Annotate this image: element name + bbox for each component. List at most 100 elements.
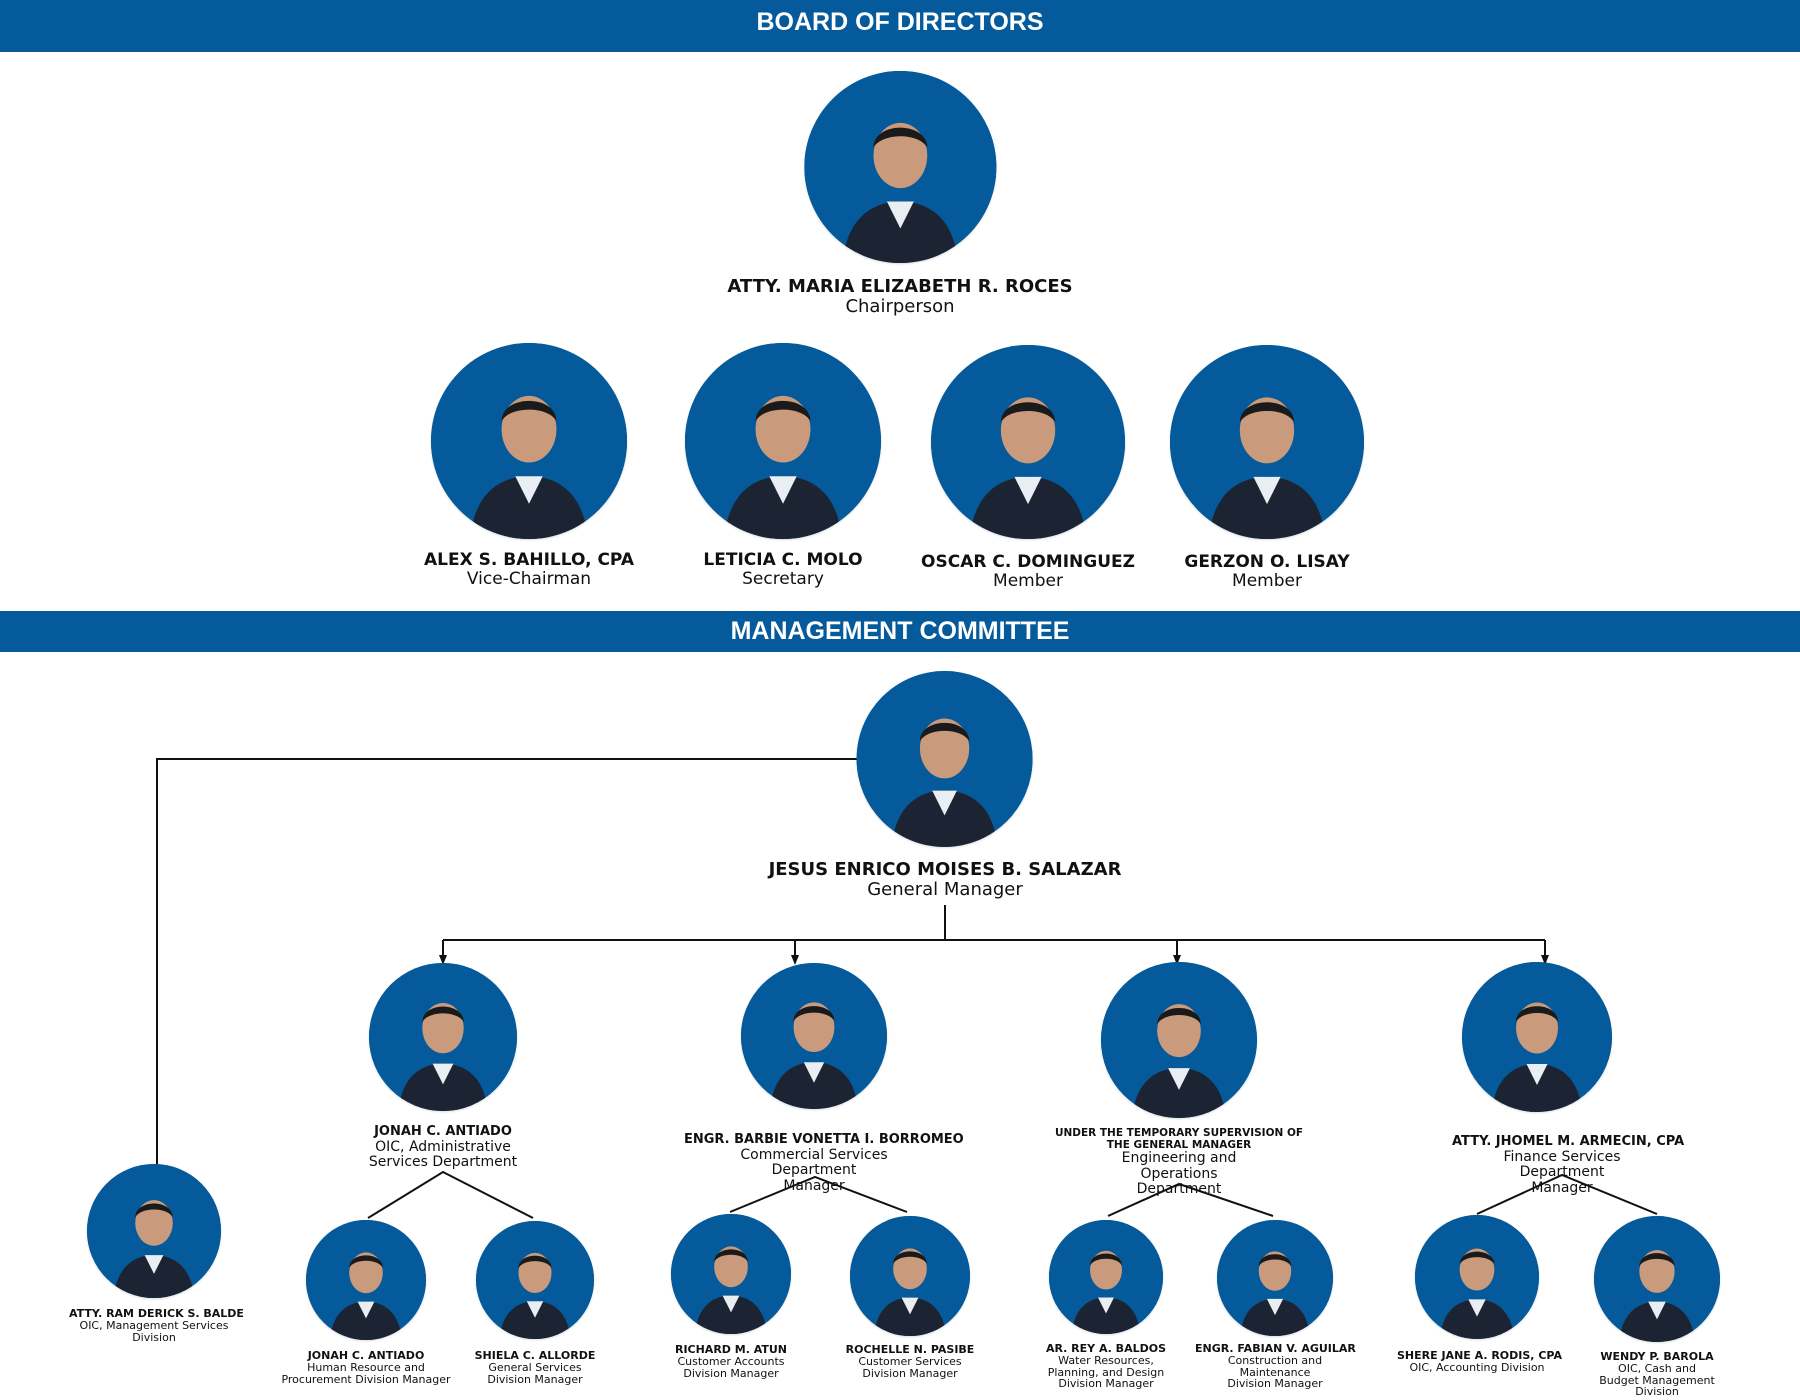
person-name: ATTY. JHOMEL M. ARMECIN, CPA	[1452, 1134, 1685, 1149]
management-committee-banner: MANAGEMENT COMMITTEE	[0, 611, 1800, 652]
division-manager-2: SHIELA C. ALLORDE General Services Divis…	[460, 1221, 610, 1385]
person-silhouette-icon	[306, 1220, 426, 1340]
person-role: Vice-Chairman	[466, 569, 592, 590]
person-role: Engineering and Operations Department	[1121, 1150, 1237, 1198]
board-member-2: LETICIA C. MOLO Secretary	[685, 343, 881, 589]
person-silhouette-icon	[803, 71, 996, 263]
division-manager-3: RICHARD M. ATUN Customer Accounts Divisi…	[656, 1214, 806, 1379]
person-silhouette-icon	[1049, 1220, 1163, 1334]
person-role: General Manager	[867, 879, 1023, 901]
person-name: WENDY P. BAROLA	[1600, 1350, 1714, 1363]
board-member-1: ALEX S. BAHILLO, CPA Vice-Chairman	[424, 343, 634, 589]
person-name: ENGR. BARBIE VONETTA I. BORROMEO	[684, 1132, 964, 1147]
connector-split-dept-3	[1107, 1182, 1274, 1217]
person-name: ROCHELLE N. PASIBE	[845, 1343, 975, 1356]
avatar	[1049, 1220, 1163, 1334]
person-silhouette-icon	[850, 1216, 970, 1336]
person-silhouette-icon	[685, 343, 881, 539]
person-silhouette-icon	[476, 1221, 594, 1339]
avatar	[857, 671, 1033, 847]
connector-gm-to-side	[156, 758, 858, 1166]
person-silhouette-icon	[1415, 1215, 1539, 1339]
board-chair: ATTY. MARIA ELIZABETH R. ROCES Chairpers…	[727, 71, 1073, 318]
person-role: Water Resources, Planning, and Design Di…	[1047, 1354, 1165, 1391]
avatar	[476, 1221, 594, 1339]
board-of-directors-banner: BOARD OF DIRECTORS	[0, 0, 1800, 52]
person-role: Chairperson	[845, 296, 955, 318]
department-head-3: UNDER THE TEMPORARY SUPERVISION OF THE G…	[1049, 962, 1309, 1198]
avatar	[1415, 1215, 1539, 1339]
general-manager: JESUS ENRICO MOISES B. SALAZAR General M…	[768, 671, 1122, 901]
connector-split-dept-4	[1476, 1173, 1658, 1215]
avatar	[1170, 345, 1364, 539]
person-role: Member	[1232, 571, 1302, 592]
person-role: General Services Division Manager	[487, 1361, 583, 1386]
board-member-4: GERZON O. LISAY Member	[1170, 345, 1364, 591]
person-role: Secretary	[742, 569, 824, 590]
person-name: OSCAR C. DOMINGUEZ	[921, 552, 1135, 572]
person-silhouette-icon	[671, 1214, 791, 1334]
person-silhouette-icon	[431, 343, 627, 539]
person-silhouette-icon	[1170, 345, 1364, 539]
person-silhouette-icon	[741, 963, 887, 1109]
avatar	[369, 963, 517, 1111]
avatar	[1462, 962, 1612, 1112]
connector-split-dept-2	[729, 1175, 908, 1213]
person-silhouette-icon	[369, 963, 517, 1111]
person-role: Customer Accounts Division Manager	[677, 1355, 785, 1380]
person-role: OIC, Management Services Division	[79, 1319, 229, 1344]
person-role: Human Resource and Procurement Division …	[281, 1361, 451, 1386]
avatar	[671, 1214, 791, 1334]
person-role: Commercial Services Department Manager	[740, 1146, 888, 1194]
division-manager-7: SHERE JANE A. RODIS, CPA OIC, Accounting…	[1397, 1215, 1562, 1375]
person-silhouette-icon	[857, 671, 1033, 847]
person-name: AR. REY A. BALDOS	[1045, 1342, 1166, 1355]
person-name: ATTY. MARIA ELIZABETH R. ROCES	[727, 276, 1073, 297]
person-silhouette-icon	[1594, 1216, 1720, 1342]
person-name: ATTY. RAM DERICK S. BALDE	[69, 1307, 244, 1320]
avatar	[306, 1220, 426, 1340]
person-name: SHIELA C. ALLORDE	[474, 1349, 596, 1362]
person-role: Finance Services Department Manager	[1503, 1148, 1621, 1196]
avatar	[1101, 962, 1257, 1118]
person-name: LETICIA C. MOLO	[703, 550, 863, 570]
avatar	[431, 343, 627, 539]
avatar	[930, 345, 1125, 539]
person-name: UNDER THE TEMPORARY SUPERVISION OF THE G…	[1054, 1127, 1304, 1152]
person-name: ENGR. FABIAN V. AGUILAR	[1195, 1342, 1356, 1355]
avatar	[741, 963, 887, 1109]
avatar	[87, 1164, 221, 1298]
person-name: ALEX S. BAHILLO, CPA	[424, 550, 634, 570]
division-manager-6: ENGR. FABIAN V. AGUILAR Construction and…	[1195, 1220, 1356, 1390]
person-name: JONAH C. ANTIADO	[307, 1349, 425, 1362]
division-manager-5: AR. REY A. BALDOS Water Resources, Plann…	[1026, 1220, 1186, 1390]
division-manager-1: JONAH C. ANTIADO Human Resource and Proc…	[276, 1220, 456, 1385]
person-name: GERZON O. LISAY	[1184, 552, 1350, 572]
avatar	[1594, 1216, 1720, 1342]
person-silhouette-icon	[1101, 962, 1257, 1118]
person-silhouette-icon	[1217, 1220, 1333, 1336]
person-silhouette-icon	[930, 345, 1125, 539]
person-role: Customer Services Division Manager	[858, 1355, 962, 1380]
person-role: Member	[993, 571, 1063, 592]
division-manager-8: WENDY P. BAROLA OIC, Cash and Budget Man…	[1577, 1216, 1737, 1398]
person-name: JESUS ENRICO MOISES B. SALAZAR	[768, 859, 1122, 880]
person-name: SHERE JANE A. RODIS, CPA	[1397, 1349, 1562, 1362]
division-manager-4: ROCHELLE N. PASIBE Customer Services Div…	[835, 1216, 985, 1379]
connector-split-dept-1	[367, 1170, 534, 1219]
person-role: OIC, Accounting Division	[1409, 1361, 1545, 1375]
board-member-3: OSCAR C. DOMINGUEZ Member	[921, 345, 1135, 591]
department-head-1: JONAH C. ANTIADO OIC, Administrative Ser…	[343, 963, 543, 1171]
department-head-4: ATTY. JHOMEL M. ARMECIN, CPA Finance Ser…	[1452, 962, 1685, 1197]
management-services-officer: ATTY. RAM DERICK S. BALDE OIC, Managemen…	[69, 1164, 244, 1344]
person-role: OIC, Cash and Budget Management Division	[1599, 1362, 1715, 1399]
avatar	[1217, 1220, 1333, 1336]
person-silhouette-icon	[87, 1164, 221, 1298]
person-role: OIC, Administrative Services Department	[368, 1138, 518, 1171]
person-name: RICHARD M. ATUN	[674, 1343, 788, 1356]
department-head-2: ENGR. BARBIE VONETTA I. BORROMEO Commerc…	[684, 963, 964, 1195]
avatar	[685, 343, 881, 539]
person-silhouette-icon	[1462, 962, 1612, 1112]
person-name: JONAH C. ANTIADO	[374, 1124, 512, 1139]
